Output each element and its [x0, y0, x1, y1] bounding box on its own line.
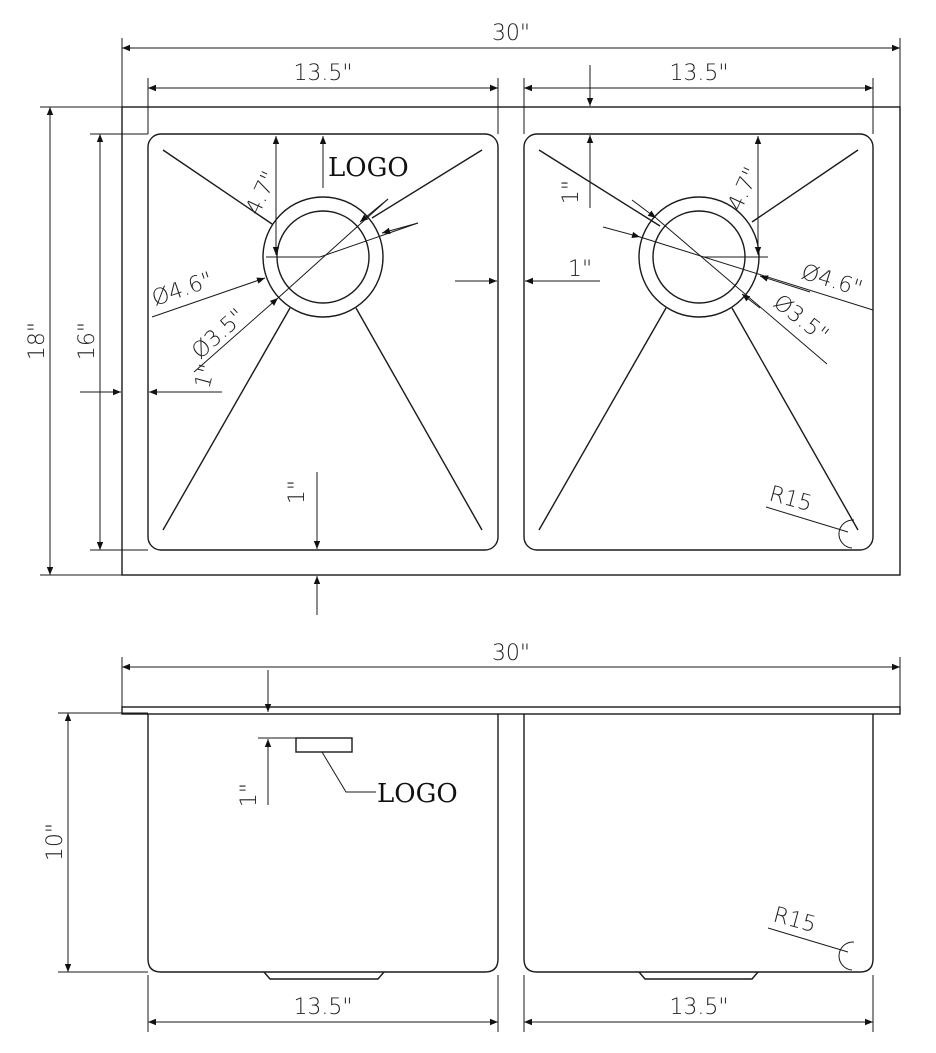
left-bowl — [147, 133, 499, 551]
right-bowl-slope-lines — [538, 149, 859, 531]
extension-lines — [40, 38, 901, 576]
top-rim-label: 1" — [559, 180, 584, 204]
left-bowl-slope-lines — [162, 149, 483, 531]
left-outer-diameter-leader — [151, 277, 266, 318]
side-width-label: 30" — [492, 641, 530, 666]
right-bowl-width-label: 13.5" — [669, 61, 728, 86]
overall-depth-label: 18" — [25, 322, 50, 360]
top-corner-radius-label: R15 — [766, 482, 814, 517]
right-inner-diameter-label: Ø3.5" — [768, 290, 833, 348]
top-view: 30" 13.5" 13.5" 18" 16" LOGO 4.7" Ø4.6" — [25, 21, 901, 615]
side-left-bowl — [147, 714, 499, 973]
side-right-bowl — [523, 714, 874, 973]
side-left-bowl-width-label: 13.5" — [293, 995, 352, 1020]
left-rim-label: 1" — [191, 361, 221, 391]
overall-width-label: 30" — [492, 21, 530, 46]
sink-outline — [121, 106, 901, 576]
left-drain-outer — [262, 196, 384, 318]
left-bowl-width-label: 13.5" — [293, 61, 352, 86]
logo-offset-label: 1" — [237, 783, 262, 807]
left-drain-profile — [263, 971, 385, 980]
left-drain-offset-label: 4.7" — [241, 168, 283, 219]
bowl-depth-label: 16" — [75, 322, 100, 360]
right-drain-profile — [638, 971, 759, 980]
center-divider-label: 1" — [568, 257, 592, 282]
side-corner-radius-label: R15 — [770, 903, 818, 938]
side-height-label: 10" — [43, 823, 68, 861]
left-outer-diameter-label: Ø4.6" — [149, 268, 216, 312]
left-inner-diameter-leader — [193, 297, 279, 373]
logo-plate — [295, 737, 353, 753]
side-view: 30" 10" 1" LOGO 13.5" 13.5" R15 — [43, 641, 901, 1032]
right-drain-offset-label: 4.7" — [723, 164, 765, 215]
left-inner-diameter-label: Ø3.5" — [187, 304, 250, 364]
right-bowl — [523, 133, 874, 551]
side-rim — [121, 706, 901, 715]
side-right-bowl-width-label: 13.5" — [669, 995, 728, 1020]
top-logo: LOGO — [328, 153, 409, 183]
right-outer-diameter-label: Ø4.6" — [798, 260, 865, 302]
bottom-rim-label: 1" — [285, 480, 310, 504]
side-logo: LOGO — [377, 779, 458, 809]
